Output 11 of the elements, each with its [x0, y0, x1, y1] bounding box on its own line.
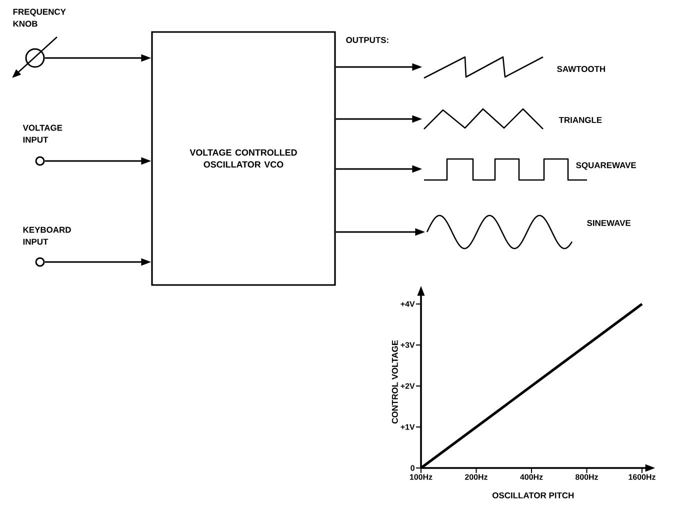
input-label: KEYBOARD INPUT [23, 226, 71, 245]
waveform-label: SINEWAVE [587, 220, 631, 226]
waveform-label: SAWTOOTH [557, 66, 606, 72]
waveform-label: TRIANGLE [558, 117, 602, 123]
vco-box: VOLTAGE CONTROLLED OSCILLATOR VCO [151, 31, 336, 286]
input-label: VOLTAGE INPUT [22, 124, 62, 143]
input-label: FREQUENCY KNOB [13, 8, 66, 27]
outputs-heading: OUTPUTS: [346, 37, 388, 43]
x-axis-title: OSCILLATOR PITCH [492, 492, 574, 498]
y-axis-title: CONTROL VOLTAGE [392, 340, 398, 424]
waveform-label: SQUAREWAVE [576, 162, 636, 170]
